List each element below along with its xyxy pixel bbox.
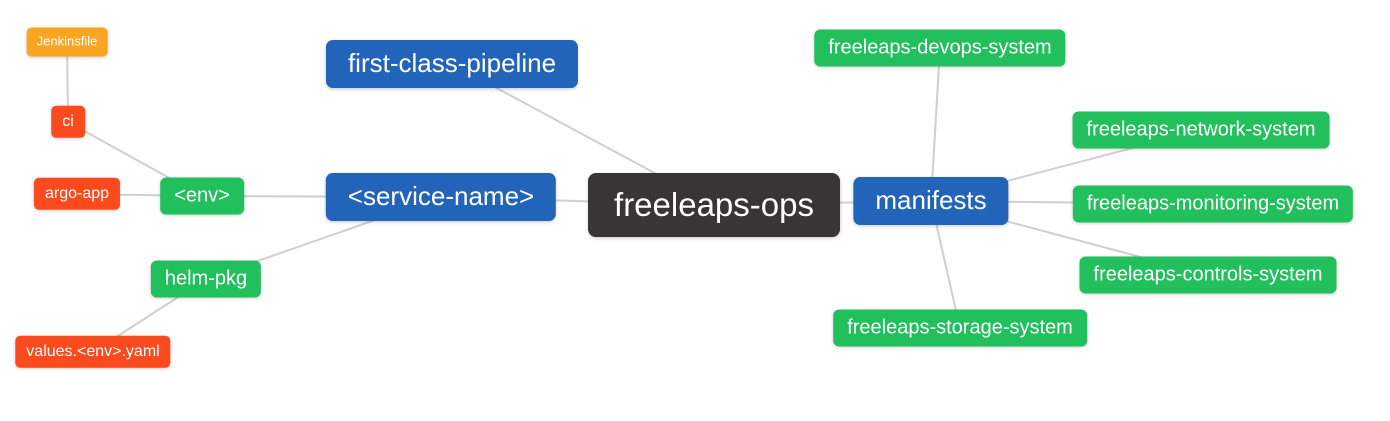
- node-argo-app[interactable]: argo-app: [33, 177, 121, 211]
- node-first-class-pipeline[interactable]: first-class-pipeline: [325, 40, 579, 88]
- node-controls-system[interactable]: freeleaps-controls-system: [1079, 256, 1337, 294]
- node-manifests[interactable]: manifests: [853, 177, 1009, 225]
- node-monitoring-system[interactable]: freeleaps-monitoring-system: [1072, 185, 1354, 223]
- node-helm-pkg[interactable]: helm-pkg: [150, 260, 262, 298]
- edge-manifests-devops-system: [930, 47, 941, 202]
- node-values-env-yaml[interactable]: values.<env>.yaml: [15, 335, 171, 369]
- node-freeleaps-ops[interactable]: freeleaps-ops: [588, 173, 840, 237]
- node-jenkinsfile[interactable]: Jenkinsfile: [26, 27, 108, 57]
- node-service-name[interactable]: <service-name>: [325, 173, 557, 221]
- node-storage-system[interactable]: freeleaps-storage-system: [833, 309, 1087, 347]
- node-ci[interactable]: ci: [51, 105, 85, 139]
- node-network-system[interactable]: freeleaps-network-system: [1072, 111, 1330, 149]
- node-env[interactable]: <env>: [160, 177, 244, 215]
- node-devops-system[interactable]: freeleaps-devops-system: [814, 29, 1066, 67]
